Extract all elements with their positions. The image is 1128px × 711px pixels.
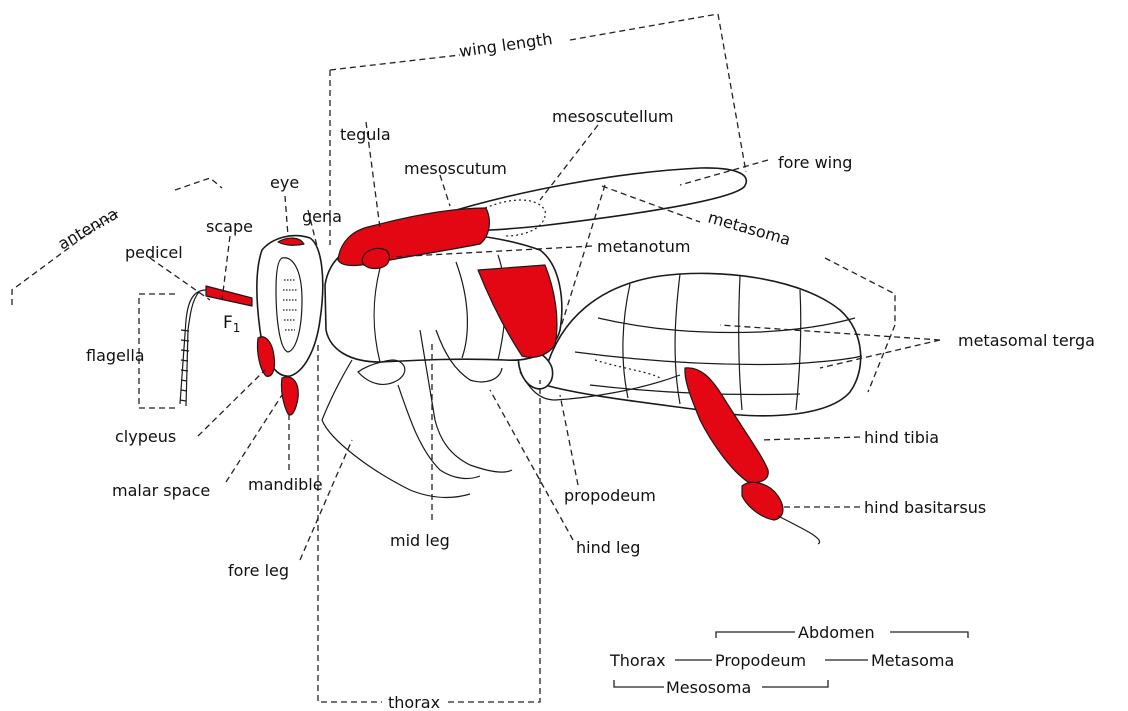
legend-thorax: Thorax: [609, 651, 666, 670]
legend-propodeum: Propodeum: [715, 651, 806, 670]
thorax-bracket: [318, 345, 540, 702]
antenna-bracket: [12, 178, 222, 305]
antenna-flagellum: [180, 290, 206, 406]
label-metasoma: metasoma: [706, 208, 793, 250]
label-thorax: thorax: [388, 693, 440, 711]
label-hind-basitarsus: hind basitarsus: [864, 498, 986, 517]
terminology-legend: Abdomen Thorax Propodeum Metasoma Mesoso…: [609, 623, 968, 697]
mandible-shape: [281, 377, 298, 415]
label-eye: eye: [270, 173, 299, 192]
hind-basitarsus-shape: [742, 482, 783, 520]
label-mesoscutellum: mesoscutellum: [552, 107, 674, 126]
label-wing-length: wing length: [458, 29, 554, 61]
legend-mesosoma: Mesosoma: [666, 678, 751, 697]
label-hind-leg: hind leg: [576, 538, 640, 557]
label-malar-space: malar space: [112, 481, 210, 500]
legend-metasoma: Metasoma: [871, 651, 954, 670]
label-antenna: antenna: [55, 204, 122, 254]
label-pedicel: pedicel: [125, 243, 183, 262]
label-tegula: tegula: [340, 125, 391, 144]
label-metasomal-terga: metasomal terga: [958, 331, 1095, 350]
label-scape: scape: [206, 217, 253, 236]
label-mid-leg: mid leg: [390, 531, 450, 550]
label-flagella: flagella: [86, 346, 145, 365]
label-fore-leg: fore leg: [228, 561, 289, 580]
label-fore-wing: fore wing: [778, 153, 852, 172]
label-mesoscutum: mesoscutum: [404, 159, 507, 178]
label-gena: gena: [302, 207, 342, 226]
label-f1: F1: [223, 313, 240, 335]
label-propodeum: propodeum: [564, 486, 656, 505]
label-clypeus: clypeus: [115, 427, 176, 446]
scape-shape: [206, 286, 252, 306]
label-metanotum: metanotum: [597, 237, 690, 256]
legend-abdomen: Abdomen: [798, 623, 875, 642]
label-hind-tibia: hind tibia: [864, 428, 939, 447]
label-mandible: mandible: [248, 475, 323, 494]
